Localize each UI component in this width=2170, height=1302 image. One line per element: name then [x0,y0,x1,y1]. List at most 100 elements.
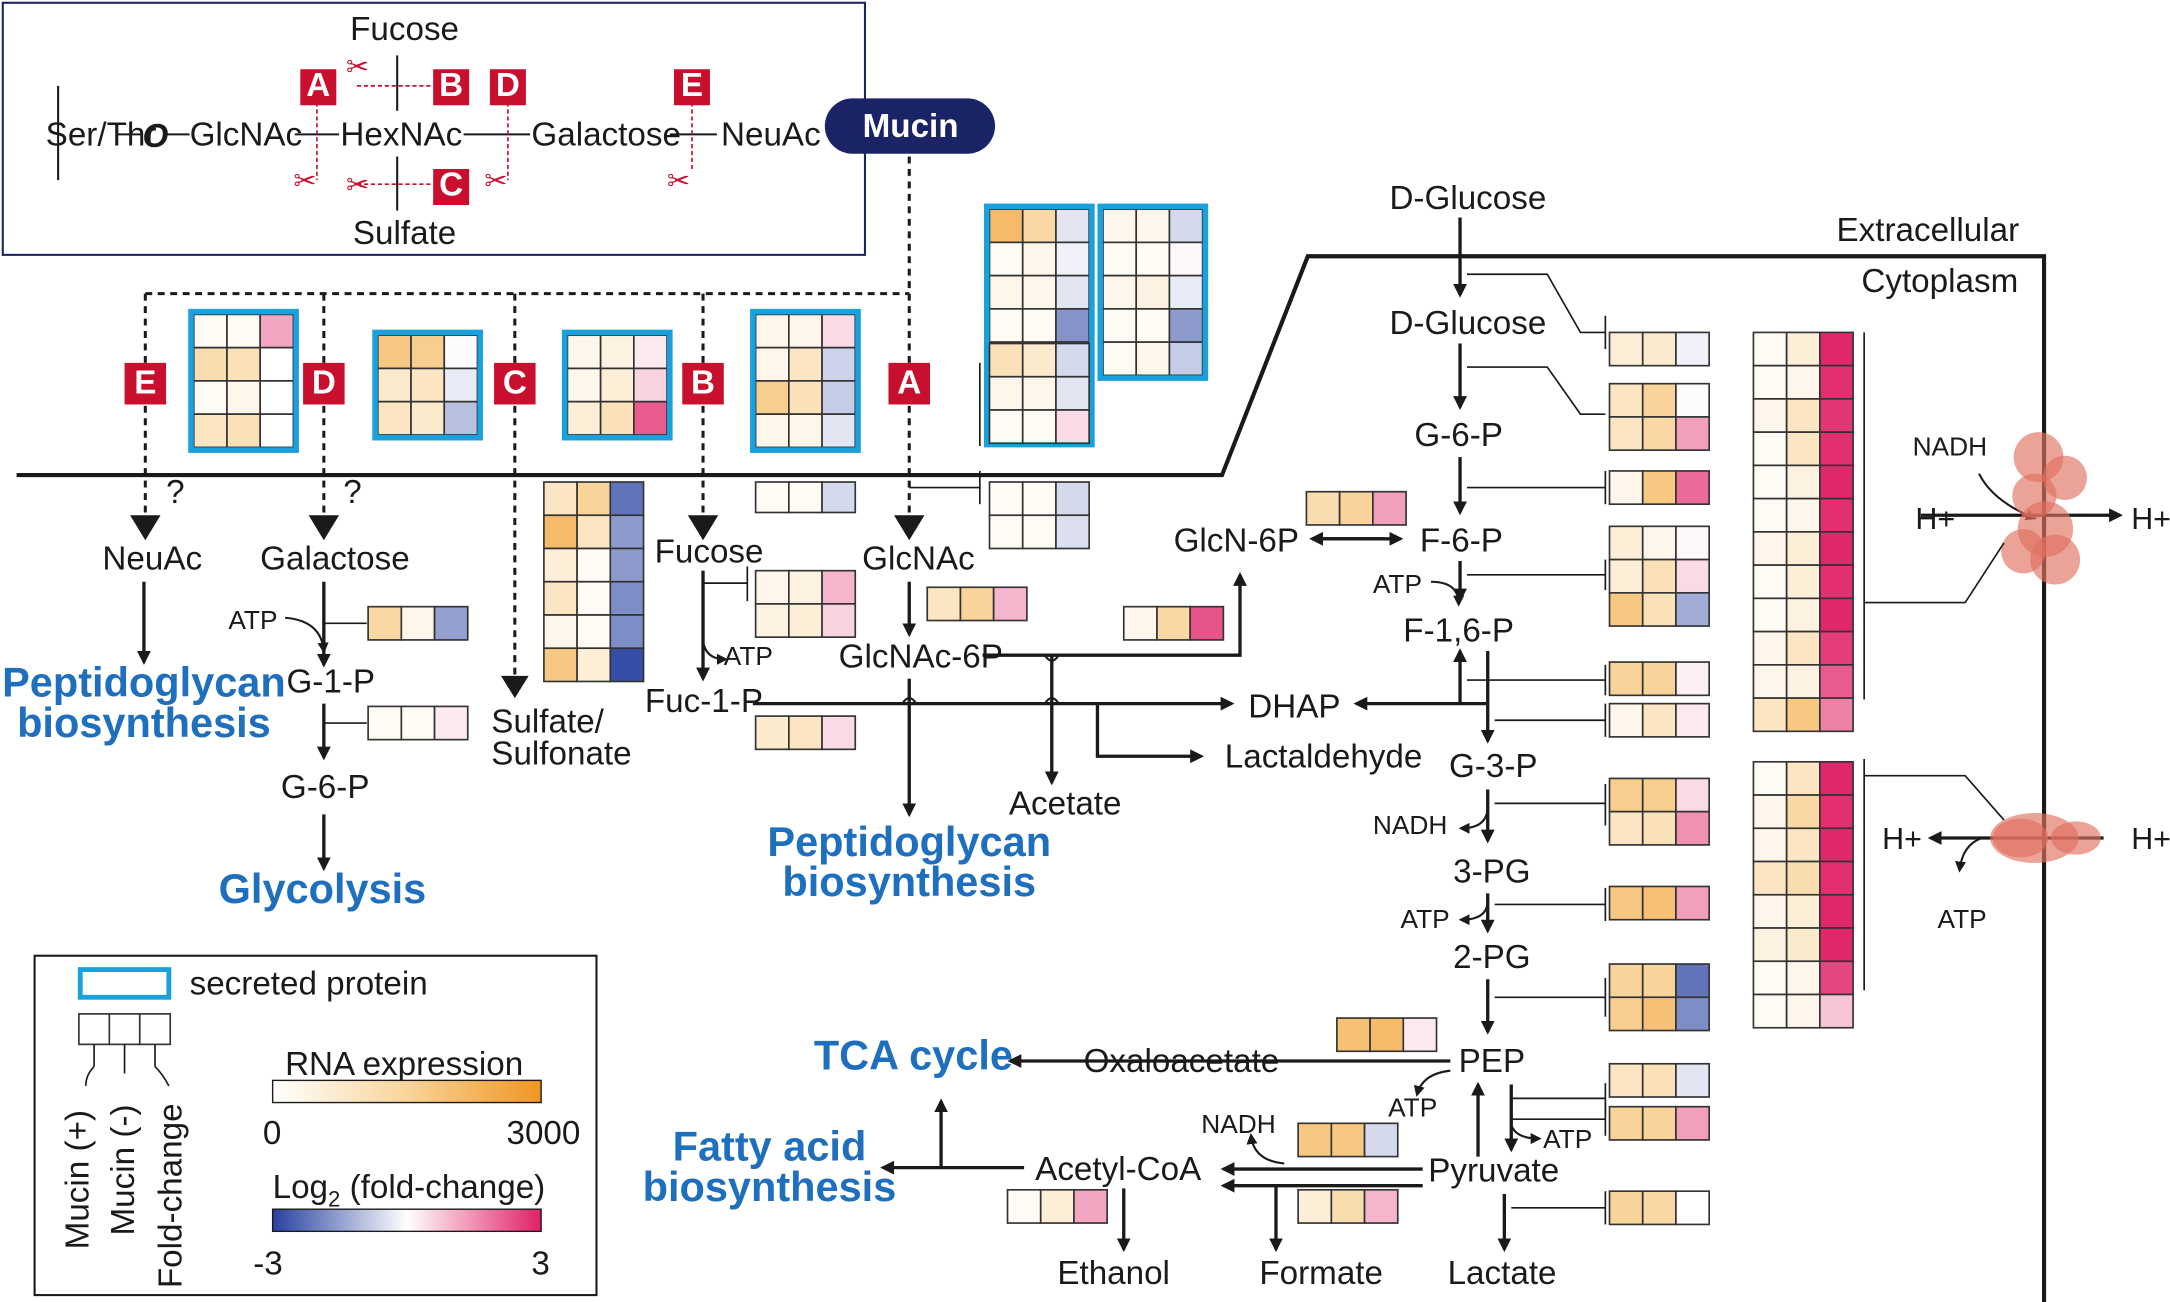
heatmap-cell [259,380,295,415]
legend-secreted: secreted protein [190,965,428,1002]
heatmap-cell [576,481,612,517]
heatmap-cell [259,413,295,449]
heatmap-cell [1608,810,1644,846]
heatmap-cell [1752,664,1788,699]
heatmap-cell [1006,1188,1042,1224]
heatmap-glcnac6p [926,586,1028,622]
heatmap-cell [599,334,635,370]
heatmap-cell [1819,497,1854,533]
cell-membrane [16,254,2047,1302]
heatmap-cell [1752,697,1788,733]
metabolite-lactaldehyde: Lactaldehyde [1225,738,1423,775]
heatmap-cell [433,605,469,641]
heatmap-cell [576,580,612,616]
heatmap-cell [192,380,228,415]
heatmap-ldh [1608,1190,1710,1226]
scissors-icon: ✂ [667,165,690,196]
heatmap-cell [1785,760,1821,796]
heatmap-cell [1641,702,1677,738]
heatmap-cell [599,400,635,436]
heatmap-cell [1055,241,1090,277]
heatmap-cell [1135,241,1171,277]
proton-in: H+ [2131,822,2170,856]
cofactor-atp: ATP [1543,1124,1592,1154]
heatmap-cell [1156,605,1192,641]
heatmap-cell [1752,960,1788,996]
heatmap-cell [1752,564,1788,600]
heatmap-D [372,329,483,441]
heatmap-cell [1819,697,1854,733]
enzyme-e-badge: E [124,362,167,405]
heatmap-cell [1021,409,1057,445]
heatmap-cell [1675,777,1710,813]
heatmap-cell [988,375,1024,411]
heatmap-cell [1608,470,1644,506]
heatmap-cell [988,409,1024,445]
heatmap-cell [226,346,262,382]
legend-rna-min: 0 [263,1115,281,1152]
heatmap-cell [1752,464,1788,500]
heatmap-cell [988,274,1024,310]
heatmap-cell [367,705,403,741]
heatmap-cell [1608,416,1644,451]
proton-in: H+ [1915,502,1955,536]
cofactor-nadh: NADH [1913,432,1987,462]
heatmap-cell [400,605,436,641]
heatmap-cell [1021,274,1057,310]
heatmap-cell [988,342,1024,378]
heatmap-cell [1785,597,1821,633]
heatmap-pfk [1608,525,1710,627]
heatmap-cell [1819,398,1854,433]
heatmap-cell [1675,885,1710,921]
heatmap-cell [1021,481,1057,517]
heatmap-cell [1641,885,1677,921]
heatmap-cell [1021,241,1057,277]
atp-synthase-pump [2001,432,2087,585]
node-glcnac: GlcNAc [190,116,303,153]
heatmap-cell [1641,810,1677,846]
heatmap-cell [1338,490,1374,526]
heatmap-cell [1785,564,1821,600]
mucin-schematic: Ser/Thr O GlcNAc HexNAc Galactose NeuAc … [1,1,866,256]
heatmap-cell [788,569,823,605]
pathway-labels: Peptidoglycan biosynthesis Glycolysis Pe… [2,659,1051,1210]
heatmap-cell [988,308,1024,343]
heatmap-cell [988,208,1024,244]
heatmap-cell [1641,525,1677,561]
heatmap-cell [443,334,479,370]
legend-log-title: Log2 (fold-change) [273,1169,546,1211]
heatmap-cell [821,603,857,638]
heatmap-cell [754,380,790,415]
heatmap-cell [566,334,602,370]
heatmap-cell [543,514,578,550]
heatmap-cell [1641,661,1677,697]
metabolite-fuc1p: Fuc-1-P [645,683,763,720]
metabolite-dhap: DHAP [1248,688,1340,725]
heatmap-cell [1675,525,1710,561]
heatmap-cell [1752,497,1788,533]
enzyme-d-badge: D [489,67,526,106]
heatmap-cell [1055,409,1090,445]
heatmap-cell [400,705,436,741]
heatmap-cell [443,367,479,403]
heatmap-cell [988,481,1024,517]
heatmap-cell [633,367,668,403]
heatmap-cell [1641,416,1677,451]
heatmap-cell [1752,760,1788,796]
enzyme-b-badge: B [433,67,470,106]
heatmap-cell [1021,208,1057,244]
heatmap-cell [1675,661,1710,697]
heatmap-cell [609,614,645,650]
heatmap-cell [926,586,962,622]
heatmap-cell [1608,331,1644,367]
heatmap-cell [1819,431,1854,467]
heatmap-cell [1785,531,1821,566]
heatmap-cell [543,547,578,583]
scissors-icon: ✂ [293,165,316,196]
heatmap-fuc1p-ald [754,715,857,751]
heatmap-cell [599,367,635,403]
heatmap-cell [1021,342,1057,378]
heatmap-cell [1675,1105,1710,1141]
secreted-outline [372,329,483,441]
